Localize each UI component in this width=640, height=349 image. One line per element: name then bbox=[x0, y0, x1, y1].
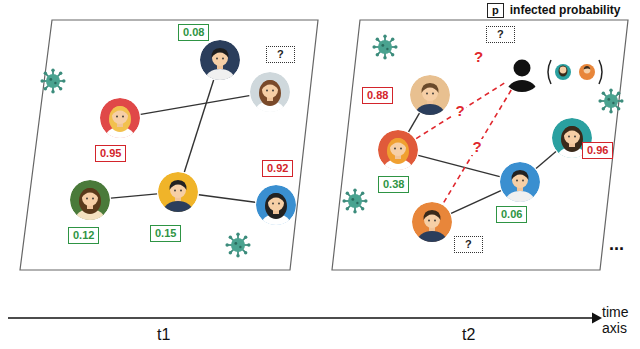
person-avatar bbox=[410, 75, 450, 115]
contact-line bbox=[111, 194, 157, 198]
legend-text: infected probability bbox=[510, 3, 621, 18]
person-node: 0.06 bbox=[500, 162, 540, 202]
person-node: 0.08 bbox=[200, 40, 240, 80]
unknown-mark: ? bbox=[474, 48, 483, 65]
time-label: t1 bbox=[157, 326, 170, 344]
probability-label: 0.38 bbox=[378, 176, 409, 193]
person-avatar bbox=[412, 202, 452, 242]
contact-line bbox=[409, 113, 420, 132]
person-avatar bbox=[500, 162, 540, 202]
virus-icon bbox=[372, 34, 397, 59]
person-node: 0.15 bbox=[158, 172, 198, 212]
contact-line bbox=[141, 96, 250, 115]
time-axis-arrowhead bbox=[592, 313, 602, 324]
person-avatar bbox=[200, 40, 240, 80]
person-node: 0.12 bbox=[70, 180, 110, 220]
time-slice-panel bbox=[20, 20, 318, 270]
person-node: ? bbox=[250, 72, 290, 112]
contact-line bbox=[536, 152, 556, 169]
probability-label: 0.08 bbox=[178, 24, 209, 41]
contact-line bbox=[184, 80, 213, 172]
edge-label: ? bbox=[454, 103, 465, 119]
contact-line bbox=[451, 191, 501, 214]
person-avatar bbox=[250, 72, 290, 112]
probability-label: 0.06 bbox=[496, 206, 527, 223]
probability-label: 0.12 bbox=[68, 227, 99, 244]
time-slice-panel bbox=[332, 20, 628, 270]
edge-label: ? bbox=[471, 139, 482, 155]
unknown-person: ? bbox=[502, 52, 542, 92]
candidate-group bbox=[548, 60, 602, 84]
probability-label: 0.15 bbox=[150, 225, 181, 242]
virus-icon bbox=[598, 88, 623, 113]
virus-icon bbox=[342, 188, 367, 213]
person-avatar bbox=[378, 130, 418, 170]
unknown-probability: ? bbox=[266, 46, 295, 63]
person-node: 0.96 bbox=[552, 118, 592, 158]
probability-label: 0.92 bbox=[262, 160, 293, 177]
unknown-probability: ? bbox=[454, 236, 483, 253]
continuation-mark: ... bbox=[609, 234, 624, 255]
person-node: 0.92 bbox=[256, 185, 296, 225]
contact-line bbox=[199, 195, 255, 202]
probability-label: 0.95 bbox=[95, 145, 126, 162]
person-avatar bbox=[100, 98, 140, 138]
person-avatar bbox=[502, 52, 542, 92]
time-label: t2 bbox=[462, 326, 475, 344]
unknown-probability: ? bbox=[486, 26, 515, 43]
virus-icon bbox=[225, 232, 250, 257]
virus-icon bbox=[40, 68, 65, 93]
possible-contact-line bbox=[416, 83, 504, 139]
probability-label: 0.88 bbox=[362, 87, 393, 104]
person-avatar bbox=[70, 180, 110, 220]
person-node: 0.38 bbox=[378, 130, 418, 170]
legend-sample: p bbox=[487, 3, 504, 18]
person-avatar bbox=[256, 185, 296, 225]
legend-symbol: p bbox=[492, 4, 499, 17]
person-node: ? bbox=[412, 202, 452, 242]
person-avatar bbox=[158, 172, 198, 212]
contact-line bbox=[418, 155, 499, 176]
person-node: 0.95 bbox=[100, 98, 140, 138]
probability-label: 0.96 bbox=[582, 142, 613, 159]
time-axis-line bbox=[8, 317, 594, 319]
person-node: 0.88 bbox=[410, 75, 450, 115]
axis-label: time axis bbox=[602, 304, 637, 336]
